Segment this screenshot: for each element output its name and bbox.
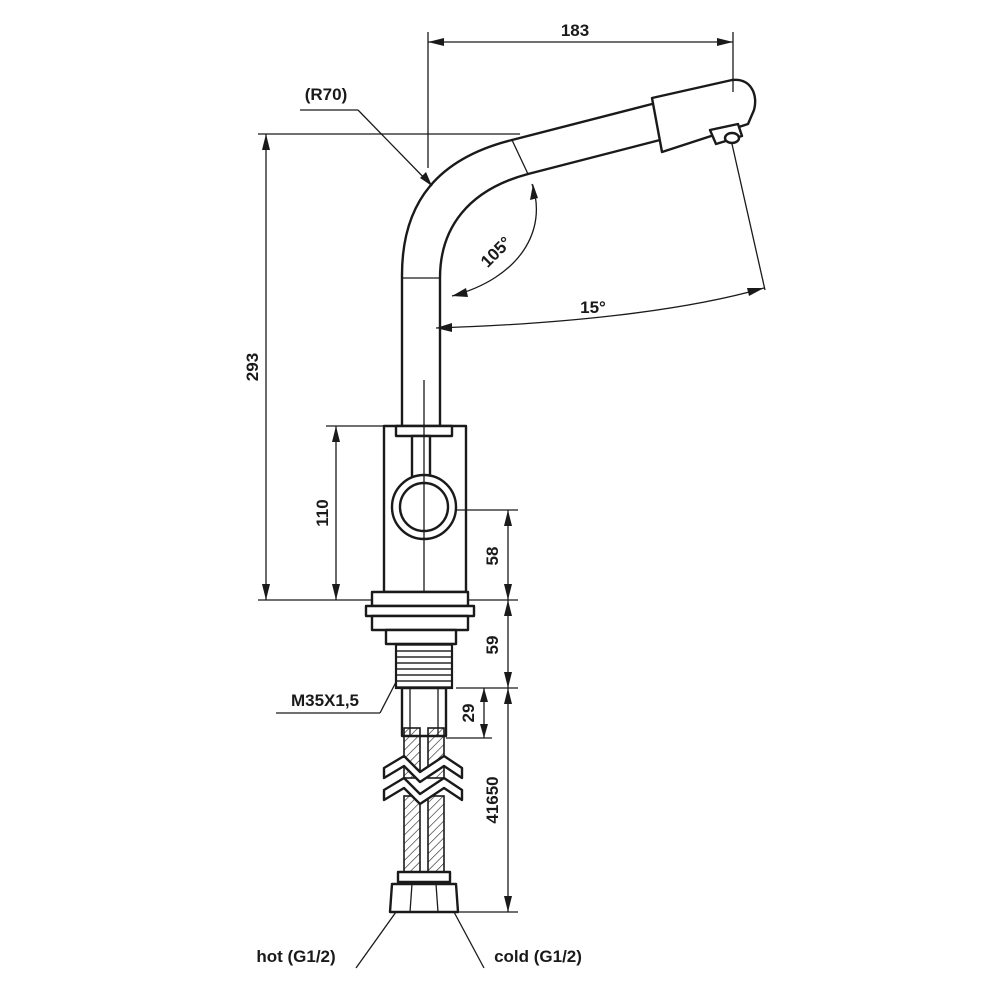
label-105-degrees: 105° <box>477 233 515 271</box>
faucet-outline <box>400 78 757 430</box>
dimension-lines <box>258 32 766 969</box>
label-thread: M35X1,5 <box>291 691 359 710</box>
label-r70: (R70) <box>305 85 348 104</box>
label-59: 59 <box>483 636 502 655</box>
label-183: 183 <box>561 21 589 40</box>
label-cold: cold (G1/2) <box>494 947 582 966</box>
label-hot: hot (G1/2) <box>256 947 335 966</box>
dimension-labels: 183 (R70) 293 105° 15° 110 58 59 M35X1,5… <box>243 21 606 966</box>
mounting-plates <box>364 590 476 646</box>
faucet-base <box>382 380 468 594</box>
label-58: 58 <box>483 547 502 566</box>
label-29: 29 <box>459 704 478 723</box>
label-293: 293 <box>243 353 262 381</box>
label-110: 110 <box>313 499 332 526</box>
label-15-degrees: 15° <box>580 298 606 317</box>
threaded-shank <box>394 642 454 738</box>
supply-hoses <box>382 727 464 914</box>
label-41650: 41650 <box>483 776 502 823</box>
